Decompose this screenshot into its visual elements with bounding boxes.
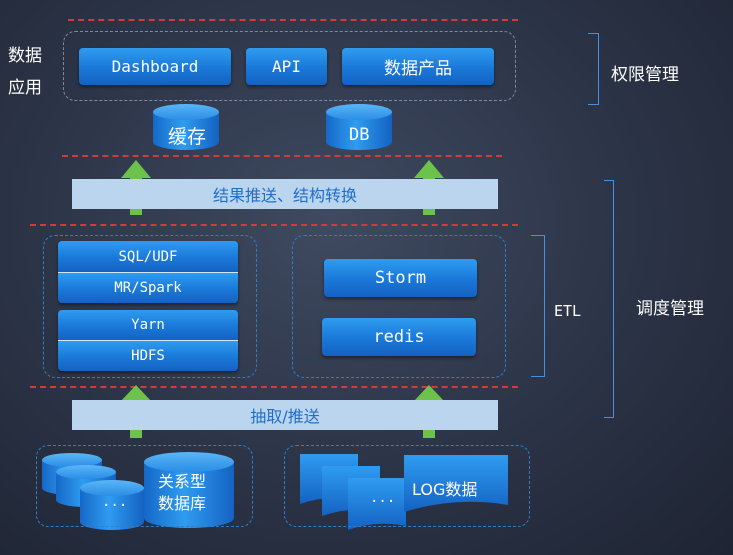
permission-management-label: 权限管理 (611, 65, 679, 85)
separator-lower (30, 386, 518, 388)
redis-button[interactable]: redis (322, 318, 476, 356)
relational-db-small-cylinders-icon (42, 453, 144, 530)
separator-top (68, 19, 518, 21)
sql-udf-cell[interactable]: SQL/UDF (58, 241, 238, 272)
yarn-hdfs-stack: Yarn HDFS (58, 310, 238, 371)
relational-db-ellipsis: ... (102, 494, 128, 510)
stream-compute-group (292, 235, 506, 378)
log-data-group (284, 445, 530, 527)
application-group (63, 31, 516, 101)
extract-push-band: 抽取/推送 (72, 400, 498, 430)
relational-db-label: 关系型 数据库 (158, 472, 207, 513)
yarn-cell[interactable]: Yarn (58, 310, 238, 340)
separator-upper (62, 155, 502, 157)
batch-compute-group (43, 235, 257, 378)
etl-label: ETL (554, 302, 582, 320)
mr-spark-cell[interactable]: MR/Spark (58, 273, 238, 303)
stack-divider (58, 272, 238, 273)
etl-bracket (531, 235, 545, 377)
api-button[interactable]: API (246, 48, 327, 85)
cache-label: 缓存 (168, 126, 207, 148)
relational-db-large-cylinder-icon (144, 452, 234, 528)
separator-middle (30, 224, 518, 226)
log-document-stack-icon (300, 454, 508, 530)
dashboard-button[interactable]: Dashboard (79, 48, 231, 85)
db-cylinder-icon (326, 104, 392, 150)
cache-cylinder-icon (153, 104, 219, 150)
data-product-button[interactable]: 数据产品 (342, 48, 494, 85)
sql-mr-stack: SQL/UDF MR/Spark (58, 241, 238, 303)
stack-divider (58, 340, 238, 341)
scheduling-bracket (604, 180, 614, 418)
log-data-ellipsis: ... (370, 490, 396, 506)
data-application-label: 数据 应用 (8, 46, 42, 98)
log-data-label: LOG数据 (412, 480, 478, 499)
scheduling-management-label: 调度管理 (636, 299, 704, 319)
permission-bracket (588, 33, 599, 105)
relational-db-group (36, 445, 253, 527)
db-label: DB (349, 125, 370, 145)
hdfs-cell[interactable]: HDFS (58, 341, 238, 371)
storm-button[interactable]: Storm (324, 259, 477, 297)
result-push-band: 结果推送、结构转换 (72, 179, 498, 209)
